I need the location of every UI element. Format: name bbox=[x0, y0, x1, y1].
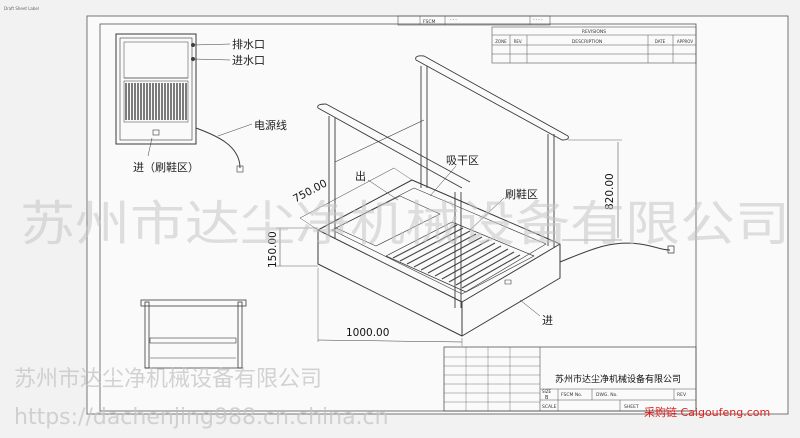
label-entry-brush-zone: 进（刷鞋区） bbox=[133, 160, 199, 174]
title-block-dwg-no: DWG. No. bbox=[596, 392, 618, 398]
iso-base-front-right bbox=[461, 244, 561, 337]
watermark-bottom-left: 苏州市达尘净机械设备有限公司 bbox=[14, 367, 322, 392]
iso-dry-zone bbox=[335, 195, 441, 247]
title-block bbox=[443, 346, 697, 412]
title-block-scale: SCALE bbox=[542, 404, 557, 410]
top-fscm-box: FSCM - - - - - - - bbox=[397, 15, 551, 26]
iso-post-back-right bbox=[420, 66, 428, 188]
iso-post-back-left bbox=[328, 116, 336, 238]
isometric-view bbox=[276, 55, 675, 346]
fscm-value: - - - bbox=[450, 17, 457, 22]
top-view-power-cord bbox=[195, 127, 241, 169]
dim-height-rail: 820.00 bbox=[604, 173, 616, 210]
title-block-size-value: B bbox=[545, 395, 549, 401]
iso-grille-lines bbox=[392, 224, 521, 289]
dwg-value: - - - - bbox=[533, 17, 543, 22]
front-view bbox=[140, 299, 247, 369]
revisions-col-zone: ZONE bbox=[495, 39, 507, 44]
revisions-col-date: DATE bbox=[655, 39, 666, 44]
label-brush-zone: 刷鞋区 bbox=[505, 187, 538, 201]
top-view-switch bbox=[152, 129, 160, 136]
iso-brush-grille bbox=[385, 221, 535, 293]
title-block-rev: REV bbox=[677, 392, 687, 398]
title-block-sheet: SHEET bbox=[624, 404, 639, 410]
iso-post-front-right bbox=[547, 134, 555, 248]
dim-height-base: 150.00 bbox=[267, 231, 279, 268]
iso-rail-right bbox=[415, 55, 569, 141]
iso-power-cord bbox=[559, 242, 671, 263]
label-exit: 出 bbox=[355, 169, 366, 183]
watermark-url: https://dachenjing988.cn.china.cn bbox=[14, 405, 389, 430]
title-block-fscm-no: FSCM No. bbox=[561, 392, 582, 398]
label-power-cord: 电源线 bbox=[254, 118, 287, 132]
iso-rail-left bbox=[317, 103, 471, 189]
watermark-source: 采购链 Caigoufeng.com bbox=[644, 405, 770, 419]
iso-base-front-left bbox=[317, 230, 463, 337]
label-inlet-port: 进水口 bbox=[232, 54, 265, 67]
title-block-size: SIZE bbox=[542, 389, 551, 394]
revisions-col-rev: REV. bbox=[514, 39, 523, 44]
revisions-title: REVISIONS bbox=[582, 29, 606, 35]
revisions-col-approv: APPROV bbox=[677, 39, 693, 44]
top-view bbox=[115, 33, 253, 173]
label-entry: 进 bbox=[542, 314, 553, 327]
corner-note: Draft Sheet Label bbox=[4, 6, 39, 11]
fscm-label: FSCM bbox=[423, 19, 436, 25]
top-view-grille bbox=[125, 83, 187, 120]
dim-width: 1000.00 bbox=[346, 327, 389, 339]
watermark-center: 苏州市达尘净机械设备有限公司 bbox=[20, 196, 790, 252]
revisions-table: REVISIONS ZONE REV. DESCRIPTION DATE APP… bbox=[491, 26, 697, 64]
label-drain-port: 排水口 bbox=[232, 37, 265, 51]
iso-post-front-left bbox=[454, 192, 462, 308]
revisions-col-description: DESCRIPTION bbox=[572, 39, 602, 45]
title-block-company: 苏州市达尘净机械设备有限公司 bbox=[555, 373, 681, 385]
label-dry-zone: 吸干区 bbox=[446, 154, 479, 167]
